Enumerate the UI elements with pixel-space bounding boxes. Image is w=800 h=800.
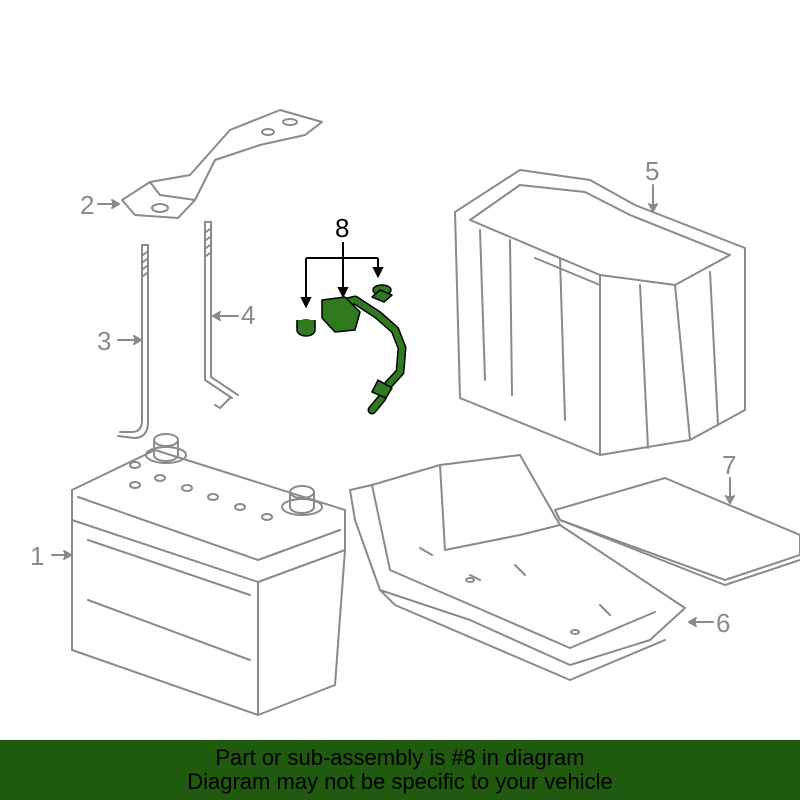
parts-diagram <box>51 109 800 716</box>
battery-cable-assembly <box>296 284 407 415</box>
callout-6: 6 <box>716 608 731 638</box>
callout-3: 3 <box>97 326 112 356</box>
callout-4: 4 <box>241 300 256 330</box>
banner-line-2: Diagram may not be specific to your vehi… <box>187 769 613 794</box>
leader-arrows <box>51 184 735 627</box>
part-notice-banner: Part or sub-assembly is #8 in diagram Di… <box>0 740 800 800</box>
battery <box>71 433 346 716</box>
callout-5: 5 <box>645 156 660 186</box>
hold-down-bracket <box>121 109 323 219</box>
callout-8: 8 <box>335 213 350 243</box>
callout-1: 1 <box>30 541 45 571</box>
label-8-leaders <box>300 242 384 309</box>
tray-pad <box>554 477 800 586</box>
hold-down-rod-short <box>117 244 149 439</box>
callout-2: 2 <box>80 190 95 220</box>
battery-tray <box>349 454 686 681</box>
hold-down-rod-long <box>204 221 239 409</box>
battery-box <box>454 169 746 456</box>
callout-7: 7 <box>722 450 737 480</box>
banner-line-1: Part or sub-assembly is #8 in diagram <box>215 745 585 770</box>
